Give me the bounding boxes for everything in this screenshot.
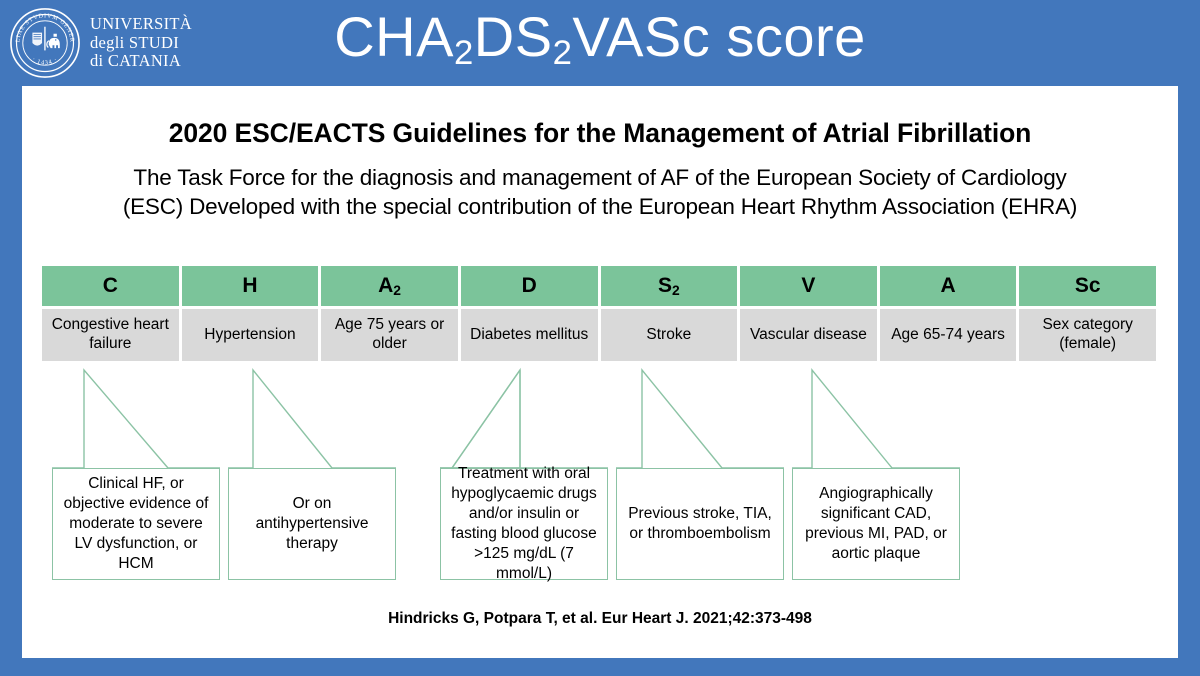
column-header-c: C	[42, 266, 179, 306]
column-subscript: 2	[671, 282, 680, 299]
title-subscript-2: 2	[552, 33, 573, 72]
callout-group: Clinical HF, or objective evidence of mo…	[22, 358, 1178, 582]
column-header-sc: Sc	[1019, 266, 1156, 306]
callout-box-d: Treatment with oral hypoglycaemic drugs …	[440, 465, 608, 582]
callout-text-d: Treatment with oral hypoglycaemic drugs …	[451, 464, 597, 583]
logo-line-2: degli STUDI	[90, 32, 179, 52]
logo-line-1: UNIVERSITÀ	[90, 14, 192, 34]
column-letter: Sc	[1074, 274, 1101, 297]
title-subscript-1: 2	[453, 33, 474, 72]
cha2ds2vasc-table: C Congestive heart failure H Hypertensio…	[42, 266, 1156, 361]
column-description-v: Vascular disease	[740, 309, 877, 361]
column-header-v: V	[740, 266, 877, 306]
guideline-subtitle-line-2: (ESC) Developed with the special contrib…	[122, 193, 1078, 219]
callout-text-c: Clinical HF, or objective evidence of mo…	[63, 474, 209, 573]
title-part-3: VASc score	[572, 5, 866, 68]
column-header-a: A	[879, 266, 1017, 306]
guideline-subtitle: The Task Force for the diagnosis and man…	[32, 164, 1168, 222]
column-description-sc: Sex category (female)	[1019, 309, 1156, 361]
column-description-a2: Age 75 years or older	[321, 309, 458, 361]
callout-text-s: Previous stroke, TIA, or thromboembolism	[628, 504, 772, 542]
column-description-d: Diabetes mellitus	[460, 309, 598, 361]
column-description-c: Congestive heart failure	[42, 309, 179, 361]
slide-title: CHA2DS2VASc score	[0, 4, 1200, 72]
callout-text-v: Angiographically significant CAD, previo…	[805, 484, 947, 563]
title-part-2: DS	[473, 5, 553, 68]
svg-text:· 1434 ·: · 1434 ·	[31, 56, 60, 67]
column-letter: C	[102, 274, 118, 297]
university-logo: SICILIAE STVDIVM GENERALE · 1434 ·	[5, 2, 192, 80]
column-letter: S	[657, 274, 672, 297]
callout-box-h: Or on antihypertensive therapy	[228, 468, 396, 580]
title-part-1: CHA	[334, 5, 454, 68]
column-letter: V	[801, 274, 816, 297]
column-header-d: D	[460, 266, 598, 306]
table-column-c: C Congestive heart failure	[42, 266, 179, 361]
table-column-d: D Diabetes mellitus	[460, 266, 598, 361]
column-letter: A	[940, 274, 956, 297]
column-letter: H	[242, 274, 258, 297]
column-description-h: Hypertension	[181, 309, 319, 361]
university-logo-text: UNIVERSITÀ degli STUDI di CATANIA	[90, 14, 192, 71]
citation-reference: Hindricks G, Potpara T, et al. Eur Heart…	[388, 610, 812, 627]
callout-text-h: Or on antihypertensive therapy	[255, 494, 369, 553]
callout-box-v: Angiographically significant CAD, previo…	[792, 468, 960, 580]
table-column-a: A Age 65-74 years	[879, 266, 1017, 361]
column-subscript: 2	[393, 282, 401, 299]
callout-box-c: Clinical HF, or objective evidence of mo…	[52, 468, 220, 580]
column-description-a: Age 65-74 years	[879, 309, 1017, 361]
table-column-v: V Vascular disease	[740, 266, 877, 361]
column-letter: D	[521, 274, 537, 297]
table-column-h: H Hypertension	[181, 266, 319, 361]
slide-header: SICILIAE STVDIVM GENERALE · 1434 ·	[0, 0, 1200, 86]
guideline-subtitle-line-1: The Task Force for the diagnosis and man…	[133, 165, 1067, 190]
content-panel: 2020 ESC/EACTS Guidelines for the Manage…	[22, 86, 1178, 658]
guideline-title: 2020 ESC/EACTS Guidelines for the Manage…	[168, 118, 1032, 148]
callout-box-s: Previous stroke, TIA, or thromboembolism	[616, 468, 784, 580]
column-letter: A	[378, 274, 394, 297]
table-column-sc: Sc Sex category (female)	[1019, 266, 1156, 361]
university-seal-icon: SICILIAE STVDIVM GENERALE · 1434 ·	[5, 2, 82, 80]
column-description-s2: Stroke	[600, 309, 738, 361]
logo-line-3: di CATANIA	[90, 51, 182, 71]
column-header-h: H	[181, 266, 319, 306]
